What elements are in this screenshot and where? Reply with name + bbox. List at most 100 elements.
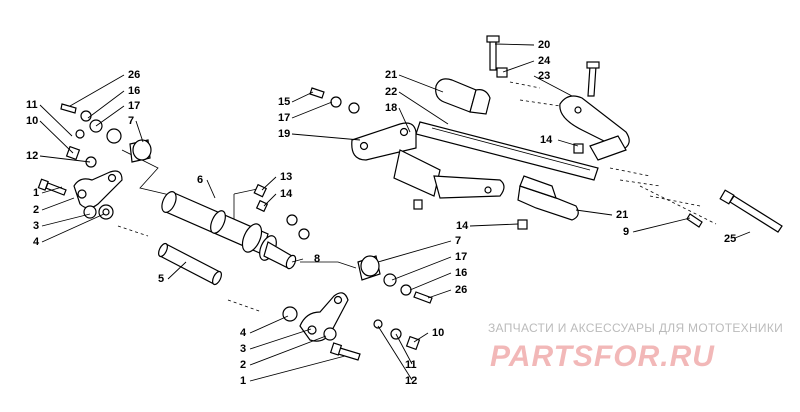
lower-link-plate (282, 292, 421, 361)
leader-line (469, 223, 519, 227)
callout-c12b: 12 (377, 325, 417, 387)
upper-mount-hardware (60, 103, 152, 163)
leader-line (41, 213, 105, 243)
callout-c14b: 14 (540, 134, 579, 147)
callout-c26b: 26 (427, 284, 467, 299)
leader-line (291, 91, 314, 103)
leader-line (391, 256, 452, 281)
part-number-label: 21 (616, 209, 628, 221)
part-number-label: 15 (278, 96, 290, 108)
callout-c12a: 12 (26, 150, 91, 163)
leader-line (413, 332, 429, 343)
leader-line (427, 289, 452, 299)
callout-c10b: 10 (413, 327, 444, 343)
callout-c5: 5 (158, 261, 187, 285)
part-number-label: 1 (33, 187, 39, 199)
leader-line (734, 231, 751, 239)
leader-line (41, 197, 75, 211)
leader-line (261, 176, 277, 191)
part-number-label: 12 (405, 375, 417, 387)
part-number-label: 10 (26, 115, 38, 127)
rod-part-5 (158, 242, 222, 286)
part-number-label: 7 (128, 115, 134, 127)
leader-line (377, 240, 452, 263)
leader-line (249, 315, 289, 334)
crossbar-part-22 (415, 121, 599, 181)
leader-line (502, 60, 535, 73)
leader-line (249, 335, 327, 366)
watermark-brand: PARTSFOR.RU (490, 340, 715, 373)
rear-plate-part-23 (559, 95, 630, 161)
part-number-label: 12 (26, 150, 38, 162)
callout-c25: 25 (724, 231, 751, 245)
part-number-label: 21 (385, 69, 397, 81)
leader-line (263, 193, 277, 207)
leader-line (632, 217, 691, 233)
part-number-label: 22 (385, 86, 397, 98)
leader-line (291, 258, 304, 263)
callout-c19: 19 (278, 128, 361, 141)
part-number-label: 13 (280, 171, 292, 183)
part-number-label: 17 (455, 251, 467, 263)
callout-c23: 23 (533, 70, 573, 97)
callout-labels: 1234567810111216172613141234717162610111… (26, 39, 751, 387)
part-number-label: 19 (278, 128, 290, 140)
callout-c8: 8 (291, 253, 320, 265)
leader-line (206, 179, 216, 199)
callout-c14a: 14 (263, 188, 293, 207)
part-number-label: 16 (128, 85, 140, 97)
leader-line (377, 325, 413, 381)
callout-c24: 24 (502, 55, 551, 73)
upper-link-plate (37, 170, 123, 220)
leader-line (39, 155, 91, 163)
leader-line (409, 272, 452, 291)
callout-c17b: 17 (391, 251, 467, 281)
callout-c4a: 4 (33, 213, 105, 248)
leader-line (533, 75, 573, 97)
callout-c21b: 21 (575, 209, 628, 221)
callout-c10a: 10 (26, 115, 74, 154)
callout-c16b: 16 (409, 267, 467, 291)
leader-line (398, 107, 411, 133)
part-number-label: 16 (455, 267, 467, 279)
callout-c17a: 17 (95, 100, 140, 127)
leader-line (249, 355, 346, 382)
long-bolt-part-25 (686, 189, 783, 233)
part-number-label: 1 (240, 375, 246, 387)
leader-line (41, 213, 91, 227)
part-number-label: 11 (26, 99, 38, 111)
leader-line (398, 74, 444, 93)
callout-c18: 18 (385, 102, 411, 133)
callout-c2a: 2 (33, 197, 75, 216)
callout-c2b: 2 (240, 335, 327, 371)
callout-c17c: 17 (278, 101, 333, 124)
part-number-label: 4 (240, 327, 247, 339)
part-number-label: 3 (240, 343, 246, 355)
part-number-label: 23 (538, 70, 550, 82)
callout-c11b: 11 (395, 333, 417, 371)
leader-line (87, 90, 125, 119)
leader-line (167, 261, 187, 280)
part-number-label: 25 (724, 233, 736, 245)
callout-c26a: 26 (69, 69, 140, 107)
part-number-label: 2 (33, 204, 39, 216)
callout-c11a: 11 (26, 99, 73, 137)
part-number-label: 18 (385, 102, 397, 114)
callout-c15: 15 (278, 91, 314, 108)
leader-line (39, 120, 74, 154)
leader-line (395, 333, 413, 365)
part-number-label: 26 (455, 284, 467, 296)
callout-c22: 22 (385, 86, 449, 125)
part-number-label: 3 (33, 220, 39, 232)
right-bracket-assembly (309, 35, 783, 233)
leader-line (494, 43, 535, 46)
callout-c21a: 21 (385, 69, 444, 93)
top-bracket-part-21 (435, 78, 491, 115)
part-number-label: 7 (455, 235, 461, 247)
part-number-label: 2 (240, 359, 246, 371)
part-number-label: 10 (432, 327, 444, 339)
leader-line (95, 105, 125, 127)
part-number-label: 14 (280, 188, 293, 200)
callout-c4b: 4 (240, 315, 289, 339)
